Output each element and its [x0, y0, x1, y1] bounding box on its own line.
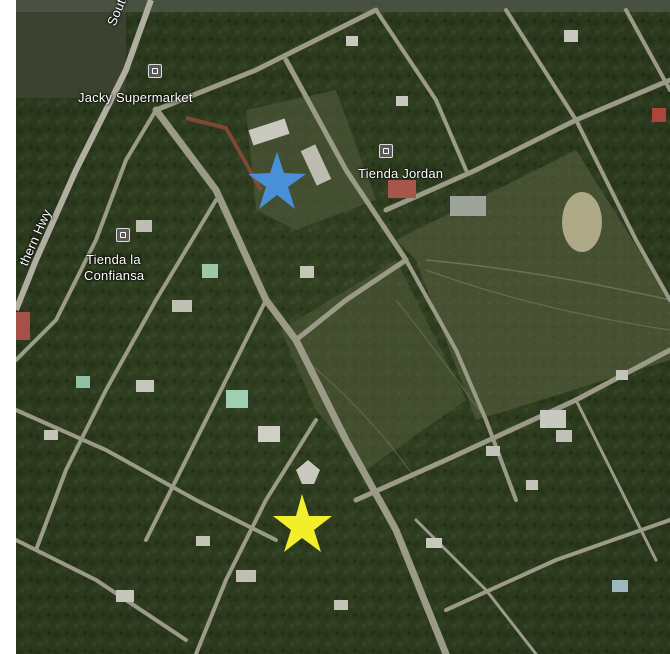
place-label-tienda-la-confiansa-line2[interactable]: Confiansa	[84, 268, 145, 283]
page-margin	[0, 96, 16, 654]
satellite-map[interactable]: Southe thern Hwy Jacky Supermarket Tiend…	[16, 0, 670, 654]
blue-star-marker[interactable]	[248, 152, 306, 209]
place-label-tienda-la-confiansa-line1[interactable]: Tienda la	[86, 252, 141, 267]
imagery-edge	[16, 0, 126, 98]
buildings	[16, 30, 666, 610]
dirt-roads	[16, 7, 670, 654]
clearing	[562, 192, 602, 252]
store-icon[interactable]	[379, 144, 393, 158]
store-icon[interactable]	[148, 64, 162, 78]
yellow-star-marker[interactable]	[273, 494, 332, 552]
store-icon[interactable]	[116, 228, 130, 242]
place-label-jacky-supermarket[interactable]: Jacky Supermarket	[78, 90, 193, 105]
satellite-imagery	[16, 0, 670, 654]
place-label-tienda-jordan[interactable]: Tienda Jordan	[358, 166, 444, 181]
southern-highway	[16, 0, 154, 312]
